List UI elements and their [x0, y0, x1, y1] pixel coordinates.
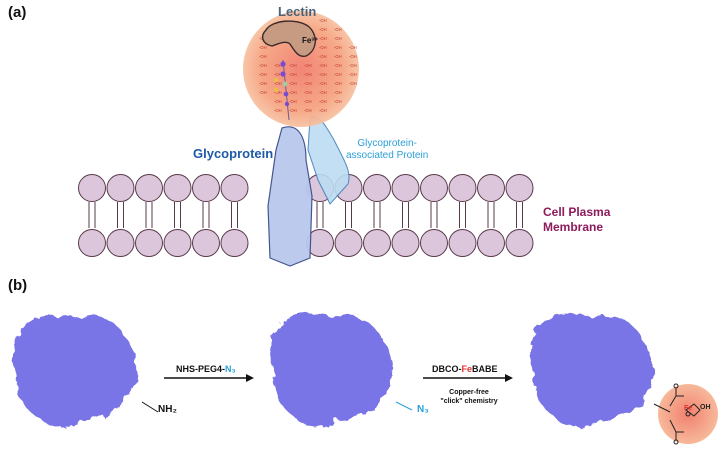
hydroxyl-mark: -OH — [334, 45, 342, 50]
hydroxyl-mark: -OH — [274, 90, 282, 95]
hydroxyl-mark: -OH — [349, 81, 357, 86]
cell-membrane-label: Cell Plasma Membrane — [543, 205, 611, 234]
lipid-molecule — [477, 174, 505, 257]
hydroxyl-mark: -OH — [304, 81, 312, 86]
hydroxyl-mark: -OH — [334, 63, 342, 68]
lipid-molecule — [505, 174, 534, 257]
hydroxyl-mark: -OH — [319, 90, 327, 95]
hydroxyl-mark: -OH — [334, 99, 342, 104]
hydroxyl-mark: -OH — [334, 54, 342, 59]
azide-label: N₃ — [417, 404, 429, 415]
protein-structure-1 — [13, 315, 137, 429]
hydroxyl-mark: -OH — [349, 63, 357, 68]
lipid-molecule — [448, 174, 477, 257]
hydroxyl-mark: -OH — [319, 108, 327, 113]
hydroxyl-mark: -OH — [319, 99, 327, 104]
protein-structure-3 — [529, 313, 653, 428]
hydroxyl-mark: -OH — [259, 72, 267, 77]
hydroxyl-mark: -OH — [334, 90, 342, 95]
hydroxyl-mark: -OH — [349, 72, 357, 77]
lipid-molecule — [163, 174, 192, 257]
lipid-molecule — [220, 174, 249, 257]
hydroxyl-mark: -OH — [304, 63, 312, 68]
hydroxyl-mark: -OH — [274, 81, 282, 86]
step2-babe: BABE — [472, 364, 498, 374]
glycoprotein-shape — [267, 126, 313, 267]
chelate-iron-label: Fe — [684, 405, 693, 412]
hydroxyl-mark: -OH — [289, 63, 297, 68]
reaction-arrow-1 — [164, 374, 254, 382]
hydroxyl-mark: -OH — [274, 63, 282, 68]
hydroxyl-mark: -OH — [319, 81, 327, 86]
hydroxyl-mark: -OH — [334, 81, 342, 86]
hydroxyl-mark: -OH — [289, 72, 297, 77]
iron-label: Fe³⁺ — [302, 36, 319, 45]
lectin-label: Lectin — [278, 4, 317, 19]
panel-b-label: (b) — [8, 277, 28, 294]
lipid-molecule — [363, 174, 391, 257]
hydroxyl-mark: -OH — [289, 81, 297, 86]
lipid-molecule — [106, 174, 135, 257]
step2-reagent: DBCO- — [432, 364, 462, 374]
hydroxyl-mark: -OH — [319, 27, 327, 32]
lipid-molecule — [192, 174, 220, 257]
hydroxyl-mark: -OH — [349, 45, 357, 50]
lipid-bilayer — [78, 174, 534, 257]
fe-babe-chelate — [653, 383, 701, 445]
hydroxyl-mark: -OH — [259, 63, 267, 68]
hydroxyl-mark: -OH — [274, 108, 282, 113]
hydroxyl-mark: -OH — [274, 72, 282, 77]
azide-linker — [395, 401, 413, 411]
hydroxyl-mark: -OH — [304, 99, 312, 104]
step2-iron: Fe — [461, 364, 473, 374]
hydroxyl-mark: -OH — [349, 54, 357, 59]
hydroxyl-mark: -OH — [319, 63, 327, 68]
glycoprotein-label: Glycoprotein — [193, 146, 274, 161]
hydroxyl-mark: -OH — [259, 54, 267, 59]
chelate-oh-label: OH — [700, 404, 711, 411]
hydroxyl-mark: -OH — [319, 45, 327, 50]
step1-label: NHS-PEG4-N₃ — [176, 364, 236, 374]
hydroxyl-mark: -OH — [304, 72, 312, 77]
protein-structure-2 — [269, 313, 393, 428]
hydroxyl-mark: -OH — [259, 45, 267, 50]
amine-linker — [141, 401, 159, 413]
glycan-chain — [274, 59, 290, 121]
hydroxyl-mark: -OH — [319, 18, 327, 23]
hydroxyl-mark: -OH — [289, 108, 297, 113]
lipid-molecule — [420, 174, 448, 257]
step1-azide: N₃ — [225, 364, 236, 374]
lipid-molecule — [78, 174, 106, 257]
hydroxyl-mark: -OH — [319, 36, 327, 41]
panel-a-label: (a) — [8, 4, 27, 21]
hydroxyl-mark: -OH — [259, 90, 267, 95]
hydroxyl-mark: -OH — [289, 90, 297, 95]
click-chemistry-note: Copper-free "click" chemistry — [440, 389, 498, 405]
lipid-molecule — [135, 174, 163, 257]
associated-protein-label: Glycoprotein- associated Protein — [346, 138, 429, 161]
hydroxyl-mark: -OH — [259, 81, 267, 86]
hydroxyl-mark: -OH — [319, 72, 327, 77]
hydroxyl-mark: -OH — [304, 90, 312, 95]
hydroxyl-mark: -OH — [289, 99, 297, 104]
reaction-arrow-2 — [423, 374, 513, 382]
hydroxyl-mark: -OH — [319, 54, 327, 59]
lectin-shape — [261, 20, 316, 58]
hydroxyl-mark: -OH — [334, 27, 342, 32]
amine-label: NH₂ — [158, 404, 177, 415]
step2-label: DBCO-FeBABE — [432, 364, 498, 374]
hydroxyl-mark: -OH — [334, 36, 342, 41]
lipid-molecule — [391, 174, 420, 257]
chelate-halo — [658, 384, 718, 444]
hydroxyl-mark: -OH — [274, 99, 282, 104]
hydroxyl-mark: -OH — [304, 108, 312, 113]
hydroxyl-mark: -OH — [334, 72, 342, 77]
step1-reagent: NHS-PEG4- — [176, 364, 226, 374]
